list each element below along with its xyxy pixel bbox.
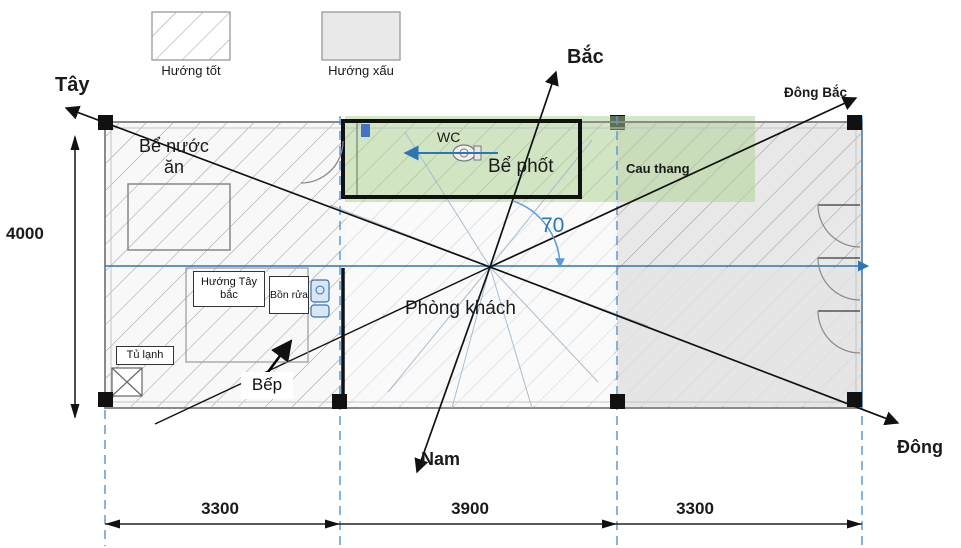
door-arc-icon <box>817 257 861 301</box>
south-arrow <box>414 266 491 474</box>
compass-angle-label: 70 <box>541 214 565 237</box>
legend-good-label: Hướng tốt <box>161 63 221 78</box>
kitchen-label-box: Bếp <box>241 372 293 399</box>
southwest-ray <box>154 266 491 425</box>
north-arrow <box>489 70 559 268</box>
compass-north-label: Bắc <box>567 46 604 68</box>
door-arc-icon <box>817 204 861 248</box>
water-tank-outline <box>127 183 231 251</box>
left-dimension-line <box>70 135 80 419</box>
east-arrow <box>489 266 900 426</box>
compass-south-label: Nam <box>421 449 461 469</box>
dimension-left-label: 4000 <box>6 224 44 243</box>
wc-label: WC <box>437 129 461 145</box>
wc-door-arc-icon <box>300 140 344 184</box>
legend-bad-swatch <box>321 11 401 61</box>
northwest-note-box: Hướng Tây bắc <box>193 271 265 307</box>
dimension-bottom-1: 3300 <box>201 499 239 518</box>
water-tank-label: Bể nước ăn <box>139 136 209 177</box>
sink-label-box: Bồn rửa <box>269 276 309 314</box>
dimension-bottom-3: 3300 <box>676 499 714 518</box>
fridge-label-box: Tủ lạnh <box>116 346 174 365</box>
compass-west-label: Tây <box>55 74 90 96</box>
right-door-arcs <box>817 204 861 354</box>
plumbing-icon <box>361 124 370 137</box>
structural-columns <box>98 115 862 409</box>
fridge-icon <box>111 367 143 397</box>
kitchen-fixtures <box>111 267 330 397</box>
kitchen-pointer-arrow <box>266 339 293 373</box>
northeast-arrow <box>489 96 858 268</box>
door-arc-icon <box>817 310 861 354</box>
sink-icon <box>310 279 330 318</box>
west-arrow <box>64 105 491 268</box>
compass-northeast-label: Đông Bắc <box>784 85 848 100</box>
living-room-label: Phòng khách <box>405 298 516 319</box>
angle-arc <box>512 200 565 268</box>
dimension-bottom-2: 3900 <box>451 499 489 518</box>
bottom-dimension-line <box>105 519 862 529</box>
septic-tank-label: Bể phốt <box>488 156 554 177</box>
legend-good-swatch <box>151 11 231 61</box>
staircase-label: Cau thang <box>626 161 690 176</box>
kitchen-counter-outline <box>185 267 309 363</box>
legend-bad-label: Hướng xấu <box>328 63 394 78</box>
wc-septic-block <box>300 119 582 199</box>
compass-east-label: Đông <box>897 437 943 457</box>
compass-main-rays <box>64 70 900 474</box>
